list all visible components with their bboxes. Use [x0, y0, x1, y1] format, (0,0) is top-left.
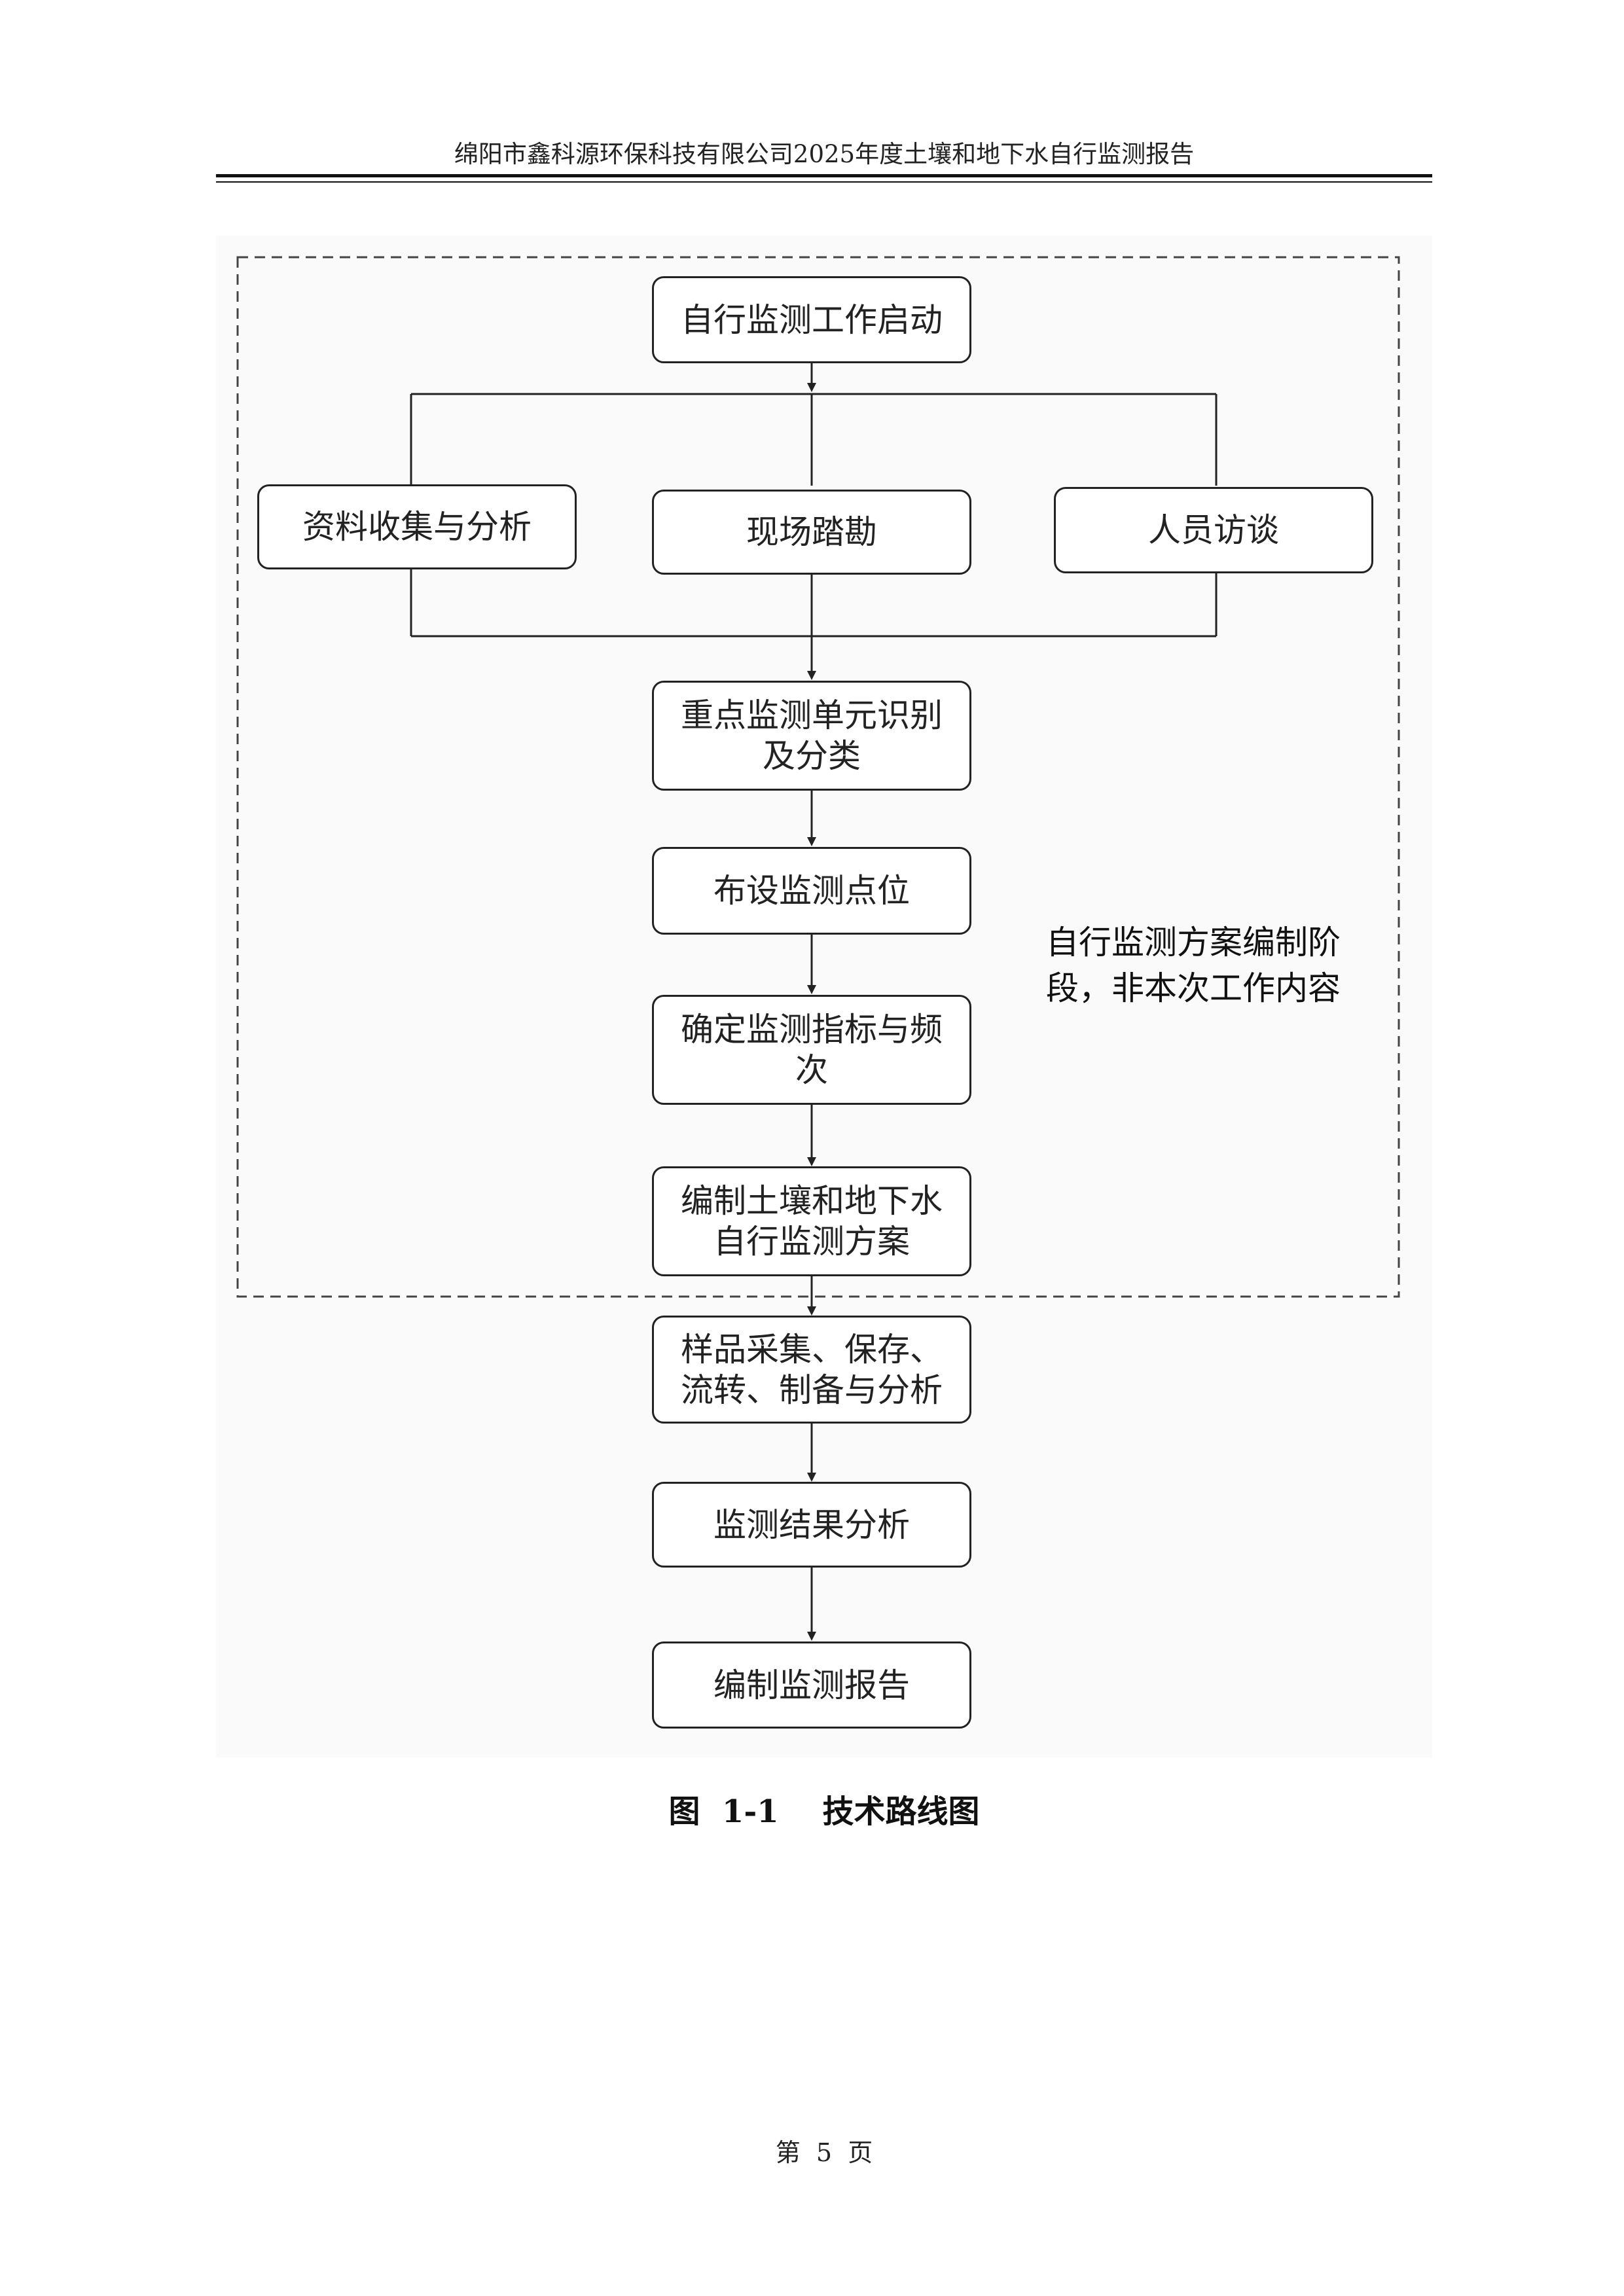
- flow-step-indicators-frequency: 确定监测指标与频次: [652, 995, 971, 1105]
- header-rule-thin: [216, 181, 1432, 183]
- flow-step-start: 自行监测工作启动: [652, 276, 971, 363]
- flow-step-plan-compilation: 编制土壤和地下水自行监测方案: [652, 1166, 971, 1276]
- flow-step-unit-identification: 重点监测单元识别及分类: [652, 681, 971, 791]
- flow-step-sampling-analysis: 样品采集、保存、流转、制备与分析: [652, 1316, 971, 1424]
- flow-step-interviews: 人员访谈: [1054, 487, 1373, 573]
- running-header: 绵阳市鑫科源环保科技有限公司2025年度土壤和地下水自行监测报告: [454, 140, 1195, 168]
- flow-step-result-analysis: 监测结果分析: [652, 1482, 971, 1568]
- flow-step-point-layout: 布设监测点位: [652, 847, 971, 935]
- flow-step-site-survey: 现场踏勘: [652, 490, 971, 575]
- figure-caption: 图 1-1 技术路线图: [668, 1793, 980, 1830]
- phase-boundary: [236, 256, 1400, 1298]
- phase-note: 自行监测方案编制阶段，非本次工作内容: [1046, 924, 1341, 1007]
- flow-step-data-collection: 资料收集与分析: [257, 484, 577, 569]
- flow-step-report: 编制监测报告: [652, 1641, 971, 1729]
- page-number: 第 5 页: [775, 2138, 873, 2167]
- header-rule-thick: [216, 174, 1432, 177]
